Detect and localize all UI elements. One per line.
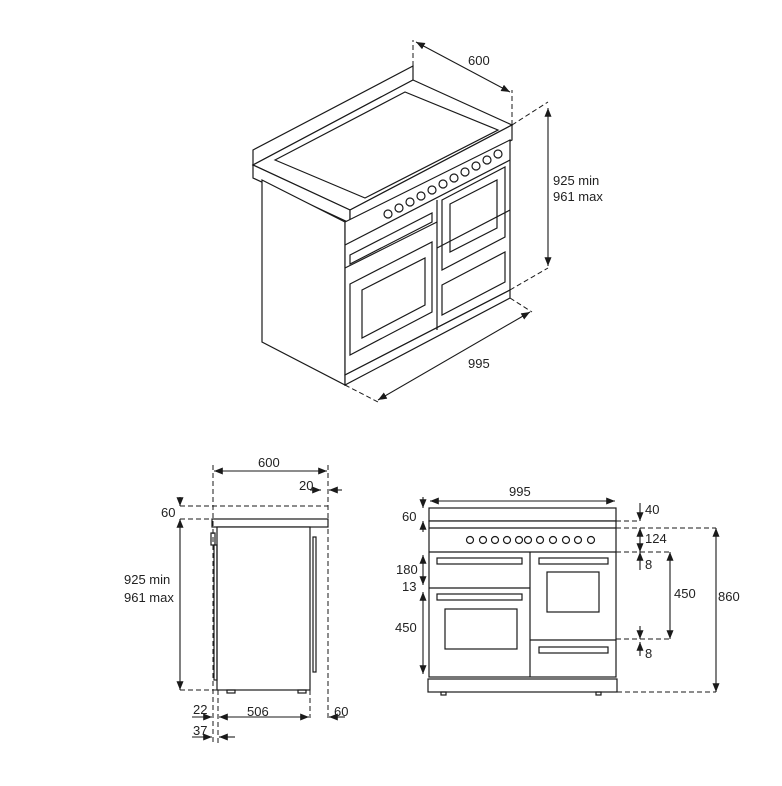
side-height-max-label: 961 max — [124, 590, 174, 605]
front-body-height-label: 860 — [718, 589, 740, 604]
front-top-edge-label: 40 — [645, 502, 659, 517]
front-width-label: 995 — [509, 484, 531, 499]
side-rear-offset-label: 60 — [334, 704, 348, 719]
side-worktop — [211, 518, 329, 528]
front-gap-top-label: 8 — [645, 557, 652, 572]
worktop-front — [349, 124, 513, 224]
perspective-height-min-label: 925 min — [553, 173, 599, 188]
perspective-depth-label: 600 — [468, 53, 490, 68]
side-view: 600 20 60 925 min 961 max 22 506 60 37 — [124, 455, 348, 745]
front-knobs — [465, 535, 596, 545]
front-drawer-gap-label: 13 — [402, 579, 416, 594]
front-worktop-label: 60 — [402, 509, 416, 524]
side-front-offset-label: 22 — [193, 702, 207, 717]
side-body — [216, 526, 311, 691]
side-worktop-label: 60 — [161, 505, 175, 520]
perspective-height-max-label: 961 max — [553, 189, 603, 204]
side-depth-label: 600 — [258, 455, 280, 470]
side-overhang-label: 20 — [299, 478, 313, 493]
side-handle-depth-label: 37 — [193, 723, 207, 738]
front-top-drawer-label: 180 — [396, 562, 418, 577]
front-gap-bottom-label: 8 — [645, 646, 652, 661]
front-left-oven-label: 450 — [395, 620, 417, 635]
front-view: 995 60 40 124 8 450 8 860 180 13 450 — [395, 484, 740, 696]
front-plinth — [427, 678, 618, 693]
front-control-panel-label: 124 — [645, 531, 667, 546]
hob-surface — [273, 91, 500, 199]
front-worktop — [428, 507, 617, 522]
knobs — [383, 149, 503, 219]
front-right-oven-label: 450 — [674, 586, 696, 601]
side-body-depth-label: 506 — [247, 704, 269, 719]
side-height-min-label: 925 min — [124, 572, 170, 587]
perspective-view: 600 925 min 961 max 995 — [251, 40, 603, 403]
perspective-width-label: 995 — [468, 356, 490, 371]
